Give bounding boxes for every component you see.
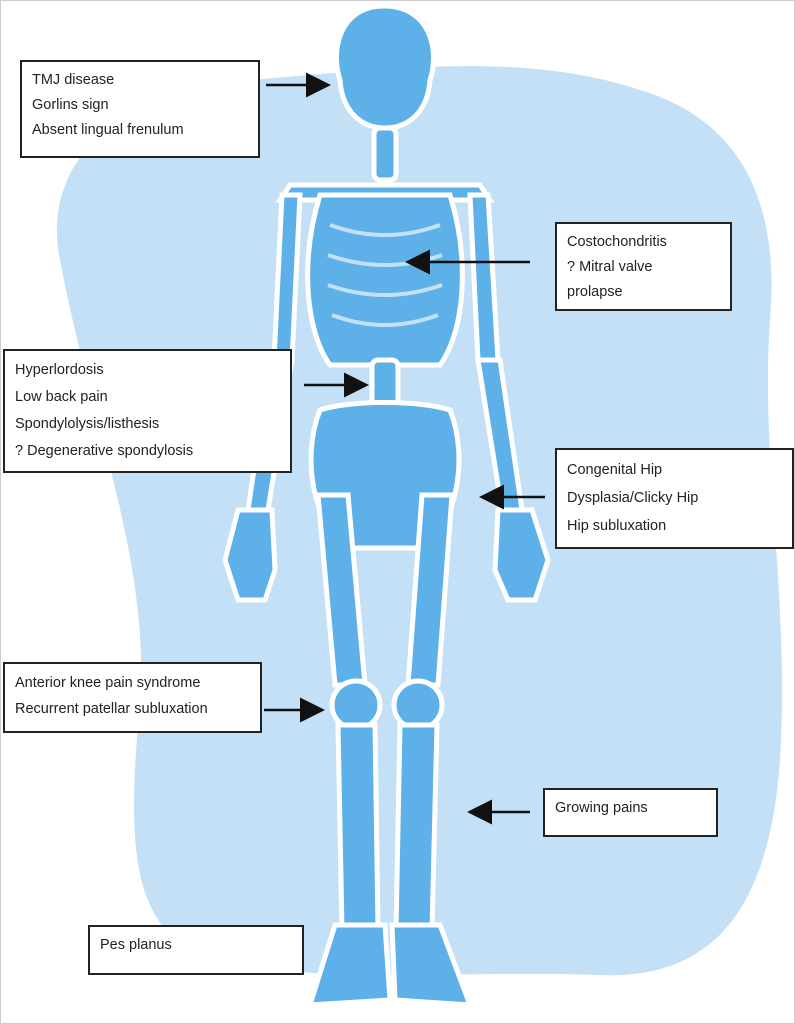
label-knee: Anterior knee pain syndrome Recurrent pa… bbox=[3, 662, 262, 733]
label-line: ? Mitral valve bbox=[567, 259, 653, 275]
label-spine: Hyperlordosis Low back pain Spondylolysi… bbox=[3, 349, 292, 473]
label-line: prolapse bbox=[567, 284, 623, 300]
right-femur bbox=[405, 492, 455, 688]
label-jaw: TMJ disease Gorlins sign Absent lingual … bbox=[20, 60, 260, 158]
label-line: Low back pain bbox=[15, 389, 108, 405]
label-line: Spondylolysis/listhesis bbox=[15, 416, 160, 432]
label-line: Gorlins sign bbox=[32, 97, 109, 113]
left-shin bbox=[335, 722, 381, 933]
label-line: ? Degenerative spondylosis bbox=[15, 443, 194, 459]
label-line: Dysplasia/Clicky Hip bbox=[567, 490, 699, 506]
label-line: Growing pains bbox=[555, 800, 648, 816]
label-line: Costochondritis bbox=[567, 234, 667, 250]
left-knee bbox=[329, 678, 383, 732]
label-foot: Pes planus bbox=[88, 925, 304, 975]
label-line: Anterior knee pain syndrome bbox=[15, 675, 201, 691]
right-foot bbox=[389, 922, 474, 1008]
left-hand bbox=[222, 507, 278, 603]
label-shin: Growing pains bbox=[543, 788, 718, 837]
right-shin bbox=[393, 722, 440, 933]
skull bbox=[334, 3, 436, 131]
label-line: Hip subluxation bbox=[567, 518, 667, 534]
label-line: Absent lingual frenulum bbox=[32, 122, 184, 138]
label-hip: Congenital Hip Dysplasia/Clicky Hip Hip … bbox=[555, 448, 794, 549]
right-knee bbox=[391, 678, 445, 732]
neck bbox=[371, 125, 399, 183]
label-line: Congenital Hip bbox=[567, 462, 663, 478]
label-line: TMJ disease bbox=[32, 72, 115, 88]
skeleton bbox=[222, 3, 551, 1008]
label-chest: Costochondritis ? Mitral valve prolapse bbox=[555, 222, 732, 311]
left-foot bbox=[306, 922, 393, 1008]
label-line: Hyperlordosis bbox=[15, 362, 104, 378]
ribcage bbox=[305, 192, 465, 368]
label-line: Recurrent patellar subluxation bbox=[15, 701, 208, 717]
right-hand bbox=[492, 507, 551, 603]
label-line: Pes planus bbox=[100, 937, 172, 953]
